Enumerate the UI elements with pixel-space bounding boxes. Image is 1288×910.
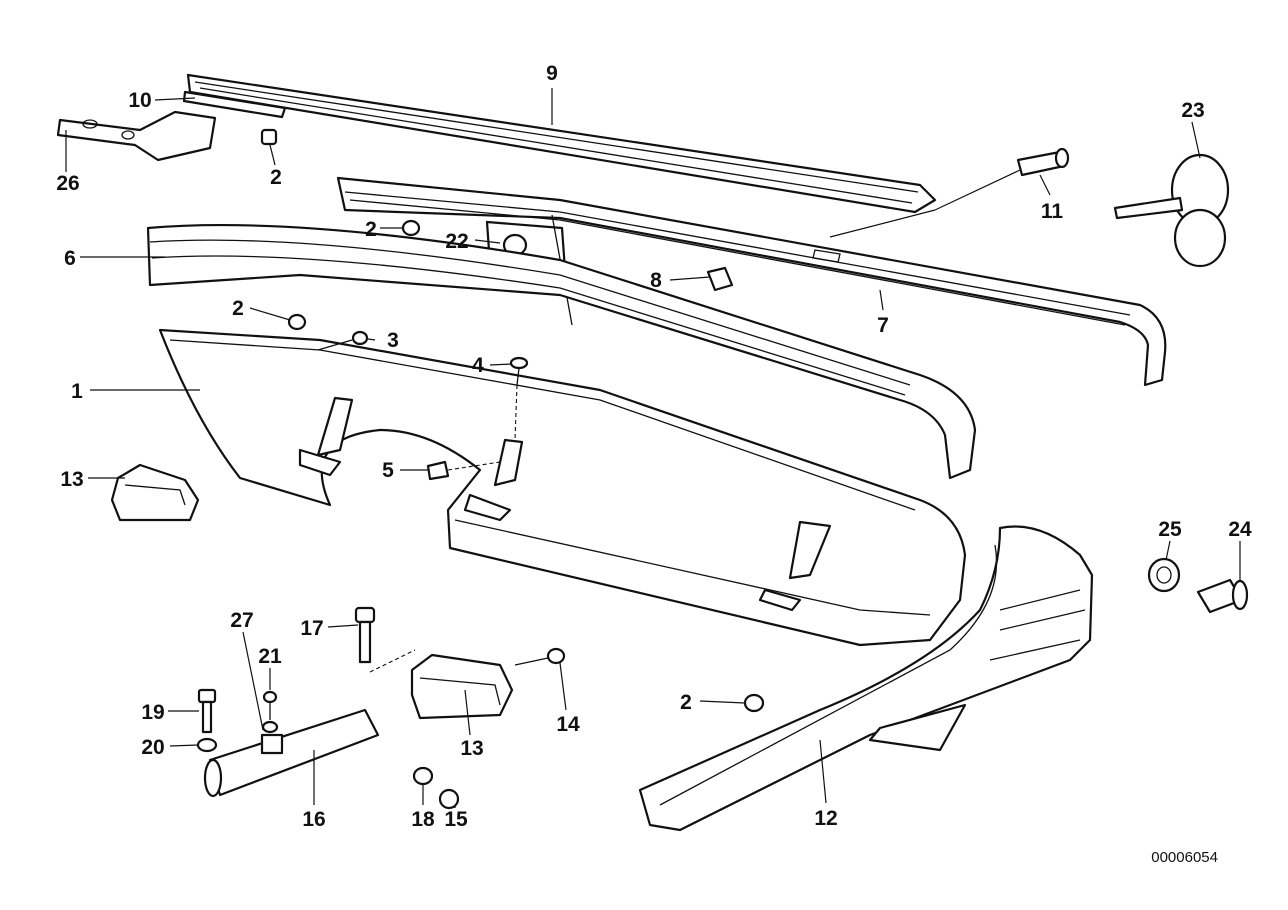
callout-3: 3 <box>387 329 399 352</box>
callout-15: 15 <box>444 808 468 831</box>
callout-13-left: 13 <box>60 468 83 491</box>
callout-22: 22 <box>445 230 468 253</box>
callout-20: 20 <box>141 736 164 759</box>
part-23-hook <box>1113 153 1230 268</box>
callout-27: 27 <box>230 609 253 632</box>
callout-2-upper: 2 <box>365 218 377 241</box>
callout-13-right: 13 <box>460 737 483 760</box>
part-2-nut-bottom <box>743 693 765 713</box>
leader-lines <box>65 88 1241 808</box>
part-4-screw <box>509 356 529 441</box>
callout-8: 8 <box>650 269 662 292</box>
part-26-bracket <box>56 110 217 162</box>
callout-7: 7 <box>877 314 889 337</box>
callout-2-bottom: 2 <box>680 691 692 714</box>
callout-18: 18 <box>411 808 435 831</box>
callout-11: 11 <box>1041 200 1064 223</box>
part-1-apron <box>158 328 967 647</box>
part-5-clip <box>426 460 501 481</box>
callout-1: 1 <box>71 380 83 403</box>
part-21-screw <box>262 690 278 720</box>
callout-23: 23 <box>1181 99 1204 122</box>
callout-21: 21 <box>258 645 282 668</box>
callout-25: 25 <box>1158 518 1182 541</box>
callout-17: 17 <box>300 617 323 640</box>
callout-16: 16 <box>302 808 325 831</box>
callout-2-top: 2 <box>270 166 282 189</box>
part-14-screw <box>514 647 566 666</box>
part-13-bracket-left <box>110 463 200 522</box>
part-9-trim-strip <box>186 73 937 214</box>
callout-5: 5 <box>382 459 394 482</box>
part-13-bracket-right <box>410 653 514 720</box>
callout-2-mid: 2 <box>232 297 244 320</box>
callout-26: 26 <box>56 172 79 195</box>
part-2-nut-top <box>260 128 278 146</box>
part-8-clip <box>706 266 734 292</box>
part-19-bolt <box>197 688 217 734</box>
callout-9: 9 <box>546 62 558 85</box>
callout-12: 12 <box>814 807 837 830</box>
part-3-washer <box>317 330 369 351</box>
part-11-screw <box>1016 147 1070 177</box>
part-2-nut-a <box>401 219 421 237</box>
part-27-clip <box>261 720 279 734</box>
part-24-clip <box>1196 578 1249 614</box>
part-2-nut-b <box>287 313 307 331</box>
callout-10: 10 <box>128 89 151 112</box>
part-18-washer <box>412 766 434 786</box>
callout-24: 24 <box>1228 518 1252 541</box>
part-7-bumper-bar <box>336 176 1167 387</box>
callout-19: 19 <box>141 701 164 724</box>
part-25-grommet <box>1147 557 1181 593</box>
callout-labels: 9 10 26 2 2 22 6 8 7 11 23 2 3 4 1 5 13 … <box>56 62 1252 831</box>
part-15-nut <box>438 788 460 810</box>
document-number: 00006054 <box>1151 849 1218 866</box>
callout-4: 4 <box>472 354 484 377</box>
part-12-corner-trim <box>638 525 1094 832</box>
part-17-bolt <box>354 606 416 673</box>
part-20-washer <box>196 737 218 753</box>
part-16-bracket <box>203 708 380 798</box>
part-6-bumper <box>146 223 977 480</box>
callout-6: 6 <box>64 247 76 270</box>
callout-14: 14 <box>556 713 580 736</box>
